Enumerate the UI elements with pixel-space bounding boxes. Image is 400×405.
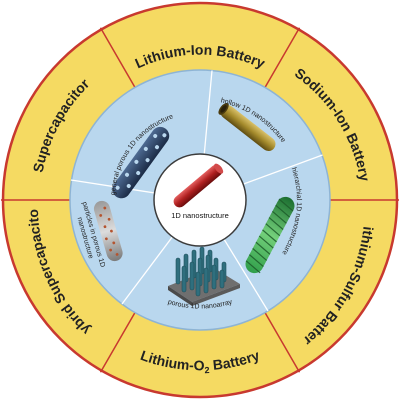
nanoarray-icon	[168, 246, 240, 306]
red-nanorod-icon	[173, 163, 224, 208]
center-disc	[153, 153, 247, 247]
particle-rod-icon	[93, 200, 123, 262]
inner-label-nanoarray: porous 1D nanoarray	[167, 299, 234, 311]
hierarchical-fiber-icon	[245, 196, 295, 274]
porous-rod-icon	[112, 126, 170, 199]
hollow-tube-icon	[218, 102, 276, 152]
center-label: 1D nanostructure	[171, 211, 229, 220]
